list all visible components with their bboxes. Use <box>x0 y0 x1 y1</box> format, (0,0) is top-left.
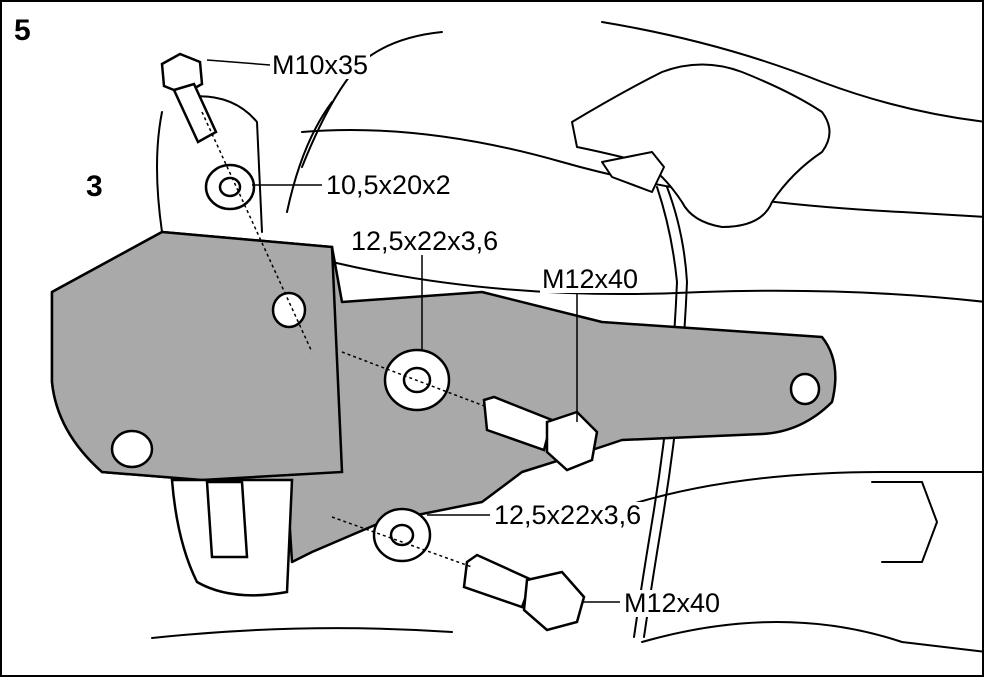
bracket-hole <box>110 429 154 469</box>
bracket-hole <box>271 291 307 329</box>
step-number: 5 <box>14 14 31 47</box>
bolt-low-head <box>522 570 586 632</box>
chassis-outline <box>601 21 982 123</box>
chassis-outline <box>871 481 938 563</box>
washer-top-label: 10,5x20x2 <box>324 170 453 200</box>
bolt-top-shank <box>172 82 218 144</box>
alignment-line <box>331 516 473 568</box>
bracket-face <box>50 230 344 482</box>
chassis-outline <box>286 101 333 213</box>
sensor-bracket <box>571 63 831 228</box>
sensor-body <box>601 151 665 193</box>
chassis-outline <box>641 621 982 653</box>
bolt-low-shank <box>462 553 534 609</box>
bolt-low-label: M12x40 <box>622 588 723 618</box>
bracket-hole <box>789 372 821 406</box>
part-number-label: 3 <box>86 170 103 203</box>
bolt-top-label: M10x35 <box>270 50 371 80</box>
chassis-outline <box>331 261 982 303</box>
lower-mount <box>205 480 249 559</box>
alignment-line <box>341 351 488 408</box>
leader-line <box>206 59 271 66</box>
chassis-outline <box>151 627 453 639</box>
washer-mid-label: 12,5x22x3,6 <box>349 226 501 256</box>
washer-low-label: 12,5x22x3,6 <box>492 500 644 530</box>
chassis-outline <box>301 129 982 218</box>
bolt-mid-label: M12x40 <box>540 264 641 294</box>
alignment-line <box>201 111 313 353</box>
